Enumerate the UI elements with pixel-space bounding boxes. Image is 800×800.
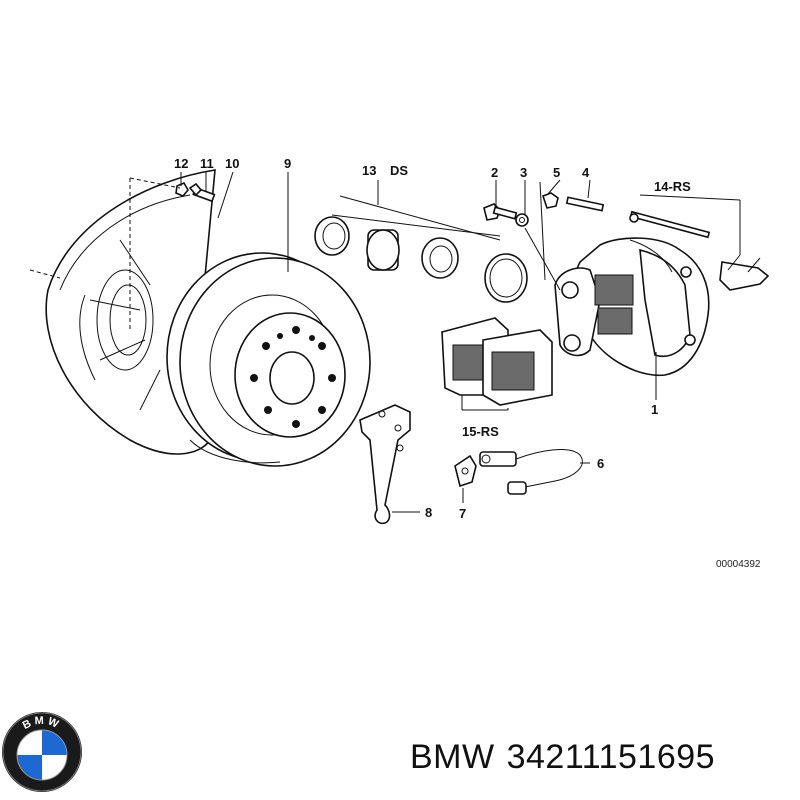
callout-10: 10 — [225, 156, 239, 171]
wear-sensor — [454, 449, 583, 495]
callout-15-rs: 15-RS — [462, 424, 499, 439]
mounting-bracket — [359, 404, 411, 525]
callout-9: 9 — [284, 156, 291, 171]
callout-ds: DS — [390, 163, 408, 178]
callout-14-rs: 14-RS — [654, 179, 691, 194]
caption-part-number: 34211151695 — [506, 738, 716, 776]
guide-pin — [629, 210, 770, 291]
callout-6: 6 — [597, 456, 604, 471]
brake-caliper — [554, 237, 710, 377]
bearing-set — [314, 216, 528, 303]
callout-13: 13 — [362, 163, 376, 178]
brake-pads — [441, 317, 553, 406]
svg-text:BMW: BMW — [21, 715, 63, 732]
callout-8: 8 — [425, 505, 432, 520]
callout-12: 12 — [174, 156, 188, 171]
callout-3: 3 — [520, 165, 527, 180]
bmw-logo: BMW — [2, 712, 82, 792]
screw-and-bolt — [175, 181, 216, 203]
logo-lettering: BMW — [21, 715, 60, 732]
leader-lines — [129, 171, 741, 513]
callout-1: 1 — [651, 402, 658, 417]
reference-code: 00004392 — [716, 559, 761, 570]
callout-7: 7 — [459, 506, 466, 521]
callout-11: 11 — [200, 156, 214, 171]
callout-5: 5 — [553, 165, 560, 180]
caption-brand: BMW — [410, 738, 495, 776]
callout-4: 4 — [582, 165, 590, 180]
callout-2: 2 — [491, 165, 498, 180]
small-hardware — [483, 192, 605, 227]
part-caption: BMW 34211151695 — [410, 738, 727, 777]
callout-labels: 12 11 10 9 13 DS 2 3 5 4 14-RS 1 15-RS 6… — [174, 156, 761, 570]
brake-disc — [166, 252, 371, 467]
